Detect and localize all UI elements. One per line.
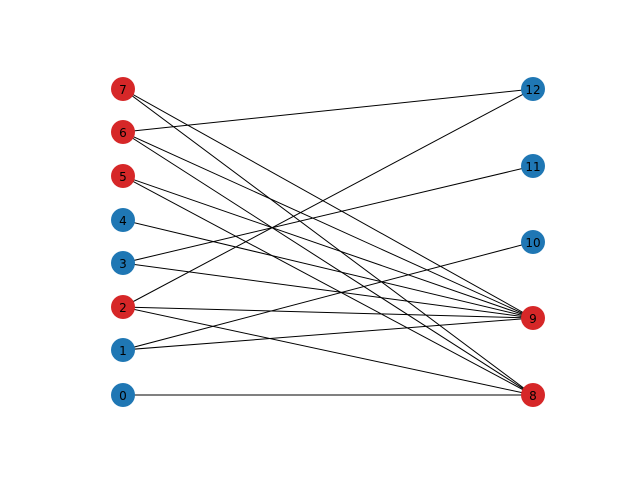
edge-7-9 (122, 88, 534, 319)
node-circle (111, 251, 135, 275)
node-circle (521, 230, 545, 254)
node-6: 6 (111, 120, 135, 144)
node-label: 6 (119, 126, 127, 140)
edge-6-12 (122, 88, 534, 133)
edge-6-8 (122, 131, 534, 396)
node-circle (111, 120, 135, 144)
node-label: 2 (119, 301, 127, 315)
node-label: 0 (119, 389, 127, 403)
node-circle (111, 208, 135, 232)
node-label: 8 (529, 389, 537, 403)
edge-3-11 (122, 165, 534, 264)
node-9: 9 (521, 306, 545, 330)
node-label: 11 (525, 160, 540, 174)
node-circle (111, 383, 135, 407)
node-label: 10 (525, 236, 540, 250)
node-circle (111, 295, 135, 319)
node-3: 3 (111, 251, 135, 275)
node-label: 12 (525, 83, 540, 97)
node-1: 1 (111, 338, 135, 362)
edge-5-9 (122, 175, 534, 319)
node-label: 3 (119, 257, 127, 271)
node-circle (111, 164, 135, 188)
edge-2-8 (122, 306, 534, 396)
edges-layer (122, 88, 534, 396)
edge-1-9 (122, 317, 534, 351)
node-label: 7 (119, 83, 127, 97)
node-circle (521, 154, 545, 178)
node-8: 8 (521, 383, 545, 407)
node-11: 11 (521, 154, 545, 178)
node-circle (521, 77, 545, 101)
node-10: 10 (521, 230, 545, 254)
node-circle (521, 306, 545, 330)
edge-2-12 (122, 88, 534, 308)
edge-7-8 (122, 88, 534, 396)
edge-3-9 (122, 262, 534, 319)
node-0: 0 (111, 383, 135, 407)
node-label: 5 (119, 170, 127, 184)
edge-6-9 (122, 131, 534, 319)
edge-5-8 (122, 175, 534, 396)
node-12: 12 (521, 77, 545, 101)
node-4: 4 (111, 208, 135, 232)
node-5: 5 (111, 164, 135, 188)
node-circle (521, 383, 545, 407)
node-2: 2 (111, 295, 135, 319)
edge-2-9 (122, 306, 534, 319)
node-label: 9 (529, 312, 537, 326)
node-7: 7 (111, 77, 135, 101)
node-label: 4 (119, 214, 127, 228)
node-label: 1 (119, 344, 127, 358)
node-circle (111, 77, 135, 101)
edge-4-9 (122, 219, 534, 319)
edge-1-10 (122, 241, 534, 351)
node-circle (111, 338, 135, 362)
